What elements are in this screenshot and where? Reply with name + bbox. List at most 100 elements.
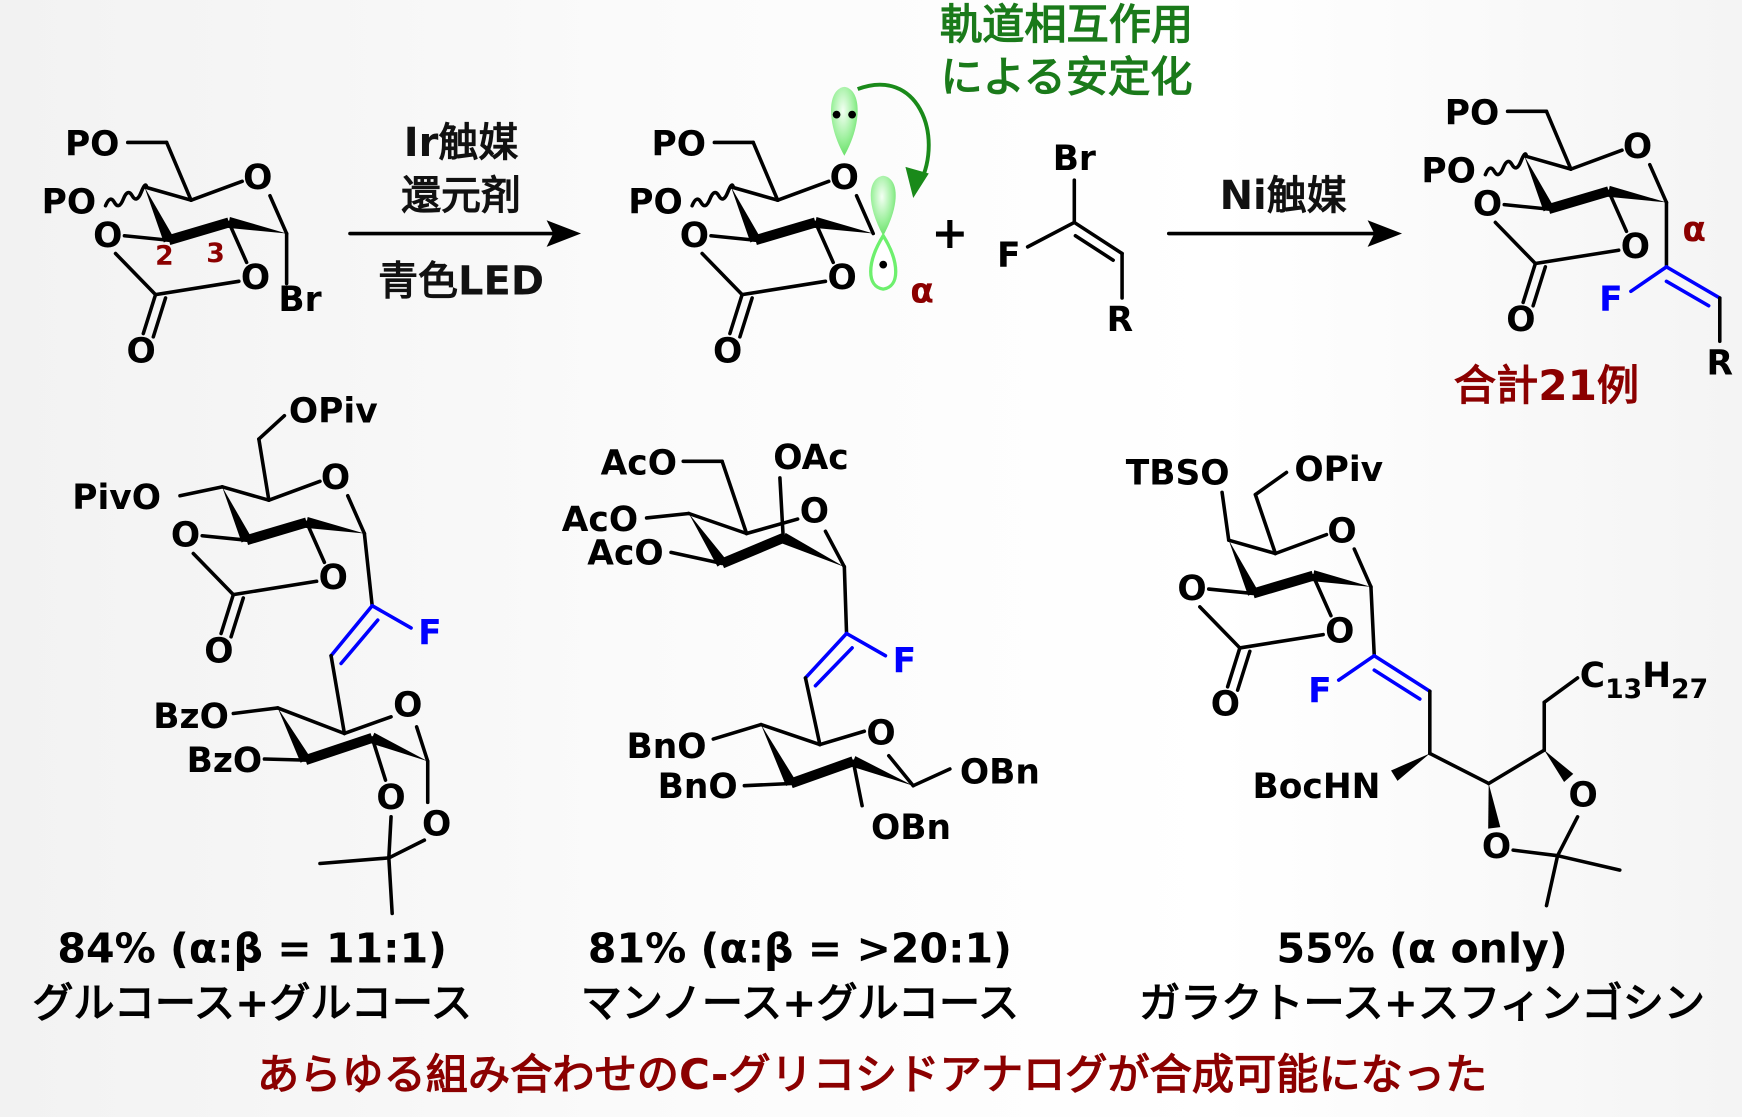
example-galactose-sphingosine: O O O O TBSO OPiv F BocHN O O C13H27 55%… bbox=[1126, 450, 1708, 1027]
bromine-label: Br bbox=[278, 280, 321, 320]
po-label: PO bbox=[1445, 94, 1500, 134]
carbonate-oxygen: O bbox=[680, 216, 709, 256]
fluorine-label: F bbox=[1308, 671, 1332, 711]
arrowhead-icon bbox=[1367, 220, 1403, 247]
carbonate-oxygen: O bbox=[1621, 227, 1650, 267]
fluorine-label: F bbox=[418, 613, 442, 653]
bno-label: BnO bbox=[658, 767, 738, 807]
carbonyl-oxygen: O bbox=[126, 331, 155, 371]
arrowhead-icon bbox=[546, 220, 582, 247]
carbonyl-oxygen: O bbox=[1506, 300, 1535, 340]
scope-count-label: 合計21例 bbox=[1454, 361, 1639, 410]
catalyst-label: Ni触媒 bbox=[1220, 173, 1347, 219]
fluorine-label: F bbox=[1599, 280, 1623, 320]
wedge-bond bbox=[851, 756, 914, 786]
opiv-label: OPiv bbox=[289, 391, 378, 431]
orbital-diagram: α 軌道相互作用 による安定化 bbox=[831, 0, 1193, 311]
wedge-bond bbox=[688, 513, 727, 567]
annotation-line-2: による安定化 bbox=[941, 52, 1193, 101]
carbonate-oxygen: O bbox=[93, 216, 122, 256]
wedge-bond bbox=[1312, 570, 1371, 587]
carbonate-oxygen: O bbox=[241, 258, 270, 298]
alpha-label: α bbox=[1682, 210, 1706, 250]
bzo-label: BzO bbox=[187, 741, 263, 781]
ring-oxygen: O bbox=[243, 158, 272, 198]
alpha-label: α bbox=[910, 271, 934, 311]
yield-label: 84% (α:β = 11:1) bbox=[57, 924, 447, 972]
wedge-bond bbox=[1544, 750, 1574, 782]
oac-label: OAc bbox=[773, 438, 848, 478]
bzo-label: BzO bbox=[153, 697, 229, 737]
starting-material-glycosyl-bromide: PO PO O O O O Br 2 3 bbox=[42, 125, 322, 372]
tbso-label: TBSO bbox=[1126, 454, 1230, 494]
position-2-label: 2 bbox=[155, 240, 174, 271]
po-label: PO bbox=[65, 125, 120, 165]
wedge-bond bbox=[814, 216, 874, 234]
carbonate-oxygen: O bbox=[1473, 185, 1502, 225]
yield-label: 55% (α only) bbox=[1276, 924, 1567, 972]
carbonyl-oxygen: O bbox=[1211, 685, 1240, 725]
interaction-arrow bbox=[856, 82, 931, 185]
fluorine-label: F bbox=[893, 641, 917, 681]
combination-label: マンノース+グルコース bbox=[581, 979, 1019, 1027]
opiv-label: OPiv bbox=[1294, 450, 1383, 490]
carbonyl-oxygen: O bbox=[713, 331, 742, 371]
wedge-bond bbox=[305, 516, 365, 534]
reductant-label: 還元剤 bbox=[401, 173, 521, 219]
po-label: PO bbox=[1421, 151, 1476, 191]
carbonate-oxygen: O bbox=[1177, 569, 1206, 609]
plus-sign: + bbox=[931, 208, 968, 259]
obn-label: OBn bbox=[960, 752, 1040, 792]
arrowhead-icon bbox=[905, 166, 929, 198]
acetonide-oxygen: O bbox=[422, 805, 451, 845]
bochn-label: BocHN bbox=[1253, 767, 1381, 807]
ring-oxygen: O bbox=[1623, 127, 1652, 167]
wedge-bond bbox=[1391, 753, 1430, 781]
wedge-bond bbox=[780, 532, 845, 567]
acetonide-oxygen: O bbox=[1568, 776, 1597, 816]
r-group-label: R bbox=[1707, 344, 1734, 384]
aco-label: AcO bbox=[601, 444, 677, 484]
wedge-bond bbox=[144, 186, 174, 243]
annotation-line-1: 軌道相互作用 bbox=[940, 0, 1193, 49]
glycosyl-radical: PO PO O O O O bbox=[628, 125, 875, 371]
po-label: PO bbox=[652, 125, 707, 165]
wedge-bond bbox=[227, 216, 287, 234]
example-glucose-glucose: O O O O OPiv PivO F O BzO BzO O O bbox=[32, 391, 472, 1026]
wedge-bond bbox=[1228, 540, 1259, 596]
ring-oxygen: O bbox=[866, 713, 895, 753]
carbonate-oxygen: O bbox=[827, 258, 856, 298]
ring-oxygen: O bbox=[800, 491, 829, 531]
carbonyl-oxygen: O bbox=[204, 631, 233, 671]
wedge-bond bbox=[222, 486, 252, 543]
catalyst-label: Ir触媒 bbox=[404, 120, 519, 166]
radical-dot bbox=[879, 260, 888, 269]
combination-label: ガラクトース+スフィンゴシン bbox=[1139, 979, 1705, 1027]
obn-label: OBn bbox=[871, 808, 951, 848]
wedge-bond bbox=[731, 186, 761, 243]
wedge-bond bbox=[761, 724, 796, 786]
wedge-bond bbox=[370, 732, 428, 762]
light-label: 青色LED bbox=[378, 259, 544, 305]
fluorine-label: F bbox=[997, 236, 1021, 276]
carbonate-oxygen: O bbox=[1325, 611, 1354, 651]
wedge-bond bbox=[1524, 155, 1554, 212]
example-mannose-glucose: AcO OAc AcO AcO O F O BnO BnO OBn OBn 81… bbox=[562, 438, 1040, 1027]
carbonate-oxygen: O bbox=[171, 516, 200, 556]
wavy-bond bbox=[103, 183, 149, 208]
wedge-bond bbox=[277, 707, 311, 763]
position-3-label: 3 bbox=[206, 238, 225, 269]
reaction-arrow-1: Ir触媒 還元剤 青色LED bbox=[348, 120, 582, 305]
combination-label: グルコース+グルコース bbox=[32, 979, 472, 1027]
pivo-label: PivO bbox=[72, 478, 161, 518]
po-label: PO bbox=[42, 182, 97, 222]
yield-label: 81% (α:β = >20:1) bbox=[588, 924, 1012, 972]
r-group-label: R bbox=[1107, 300, 1134, 340]
conclusion-text: あらゆる組み合わせのC-グリコシドアナログが合成可能になった bbox=[257, 1050, 1487, 1099]
alkyl-chain-label: C13H27 bbox=[1580, 656, 1708, 705]
ring-oxygen: O bbox=[393, 686, 422, 726]
p-orbital-upper-lobe-icon bbox=[870, 175, 896, 236]
acetonide-oxygen: O bbox=[1482, 827, 1511, 867]
wedge-bond bbox=[1488, 783, 1501, 829]
aco-label: AcO bbox=[587, 534, 663, 574]
